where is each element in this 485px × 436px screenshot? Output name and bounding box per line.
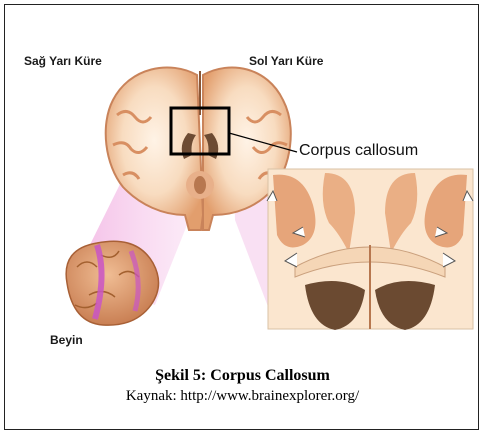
label-brain: Beyin [50, 333, 83, 347]
whole-brain [66, 241, 158, 325]
label-corpus-callosum: Corpus callosum [299, 142, 418, 160]
caption-source: Kaynak: http://www.brainexplorer.org/ [5, 388, 480, 405]
figure-frame: Sağ Yarı Küre Sol Yarı Küre Corpus callo… [4, 4, 479, 430]
label-right-hemisphere: Sağ Yarı Küre [24, 54, 102, 68]
caption-title: Şekil 5: Corpus Callosum [5, 367, 480, 385]
label-left-hemisphere: Sol Yarı Küre [249, 54, 323, 68]
zoom-inset [267, 169, 473, 330]
